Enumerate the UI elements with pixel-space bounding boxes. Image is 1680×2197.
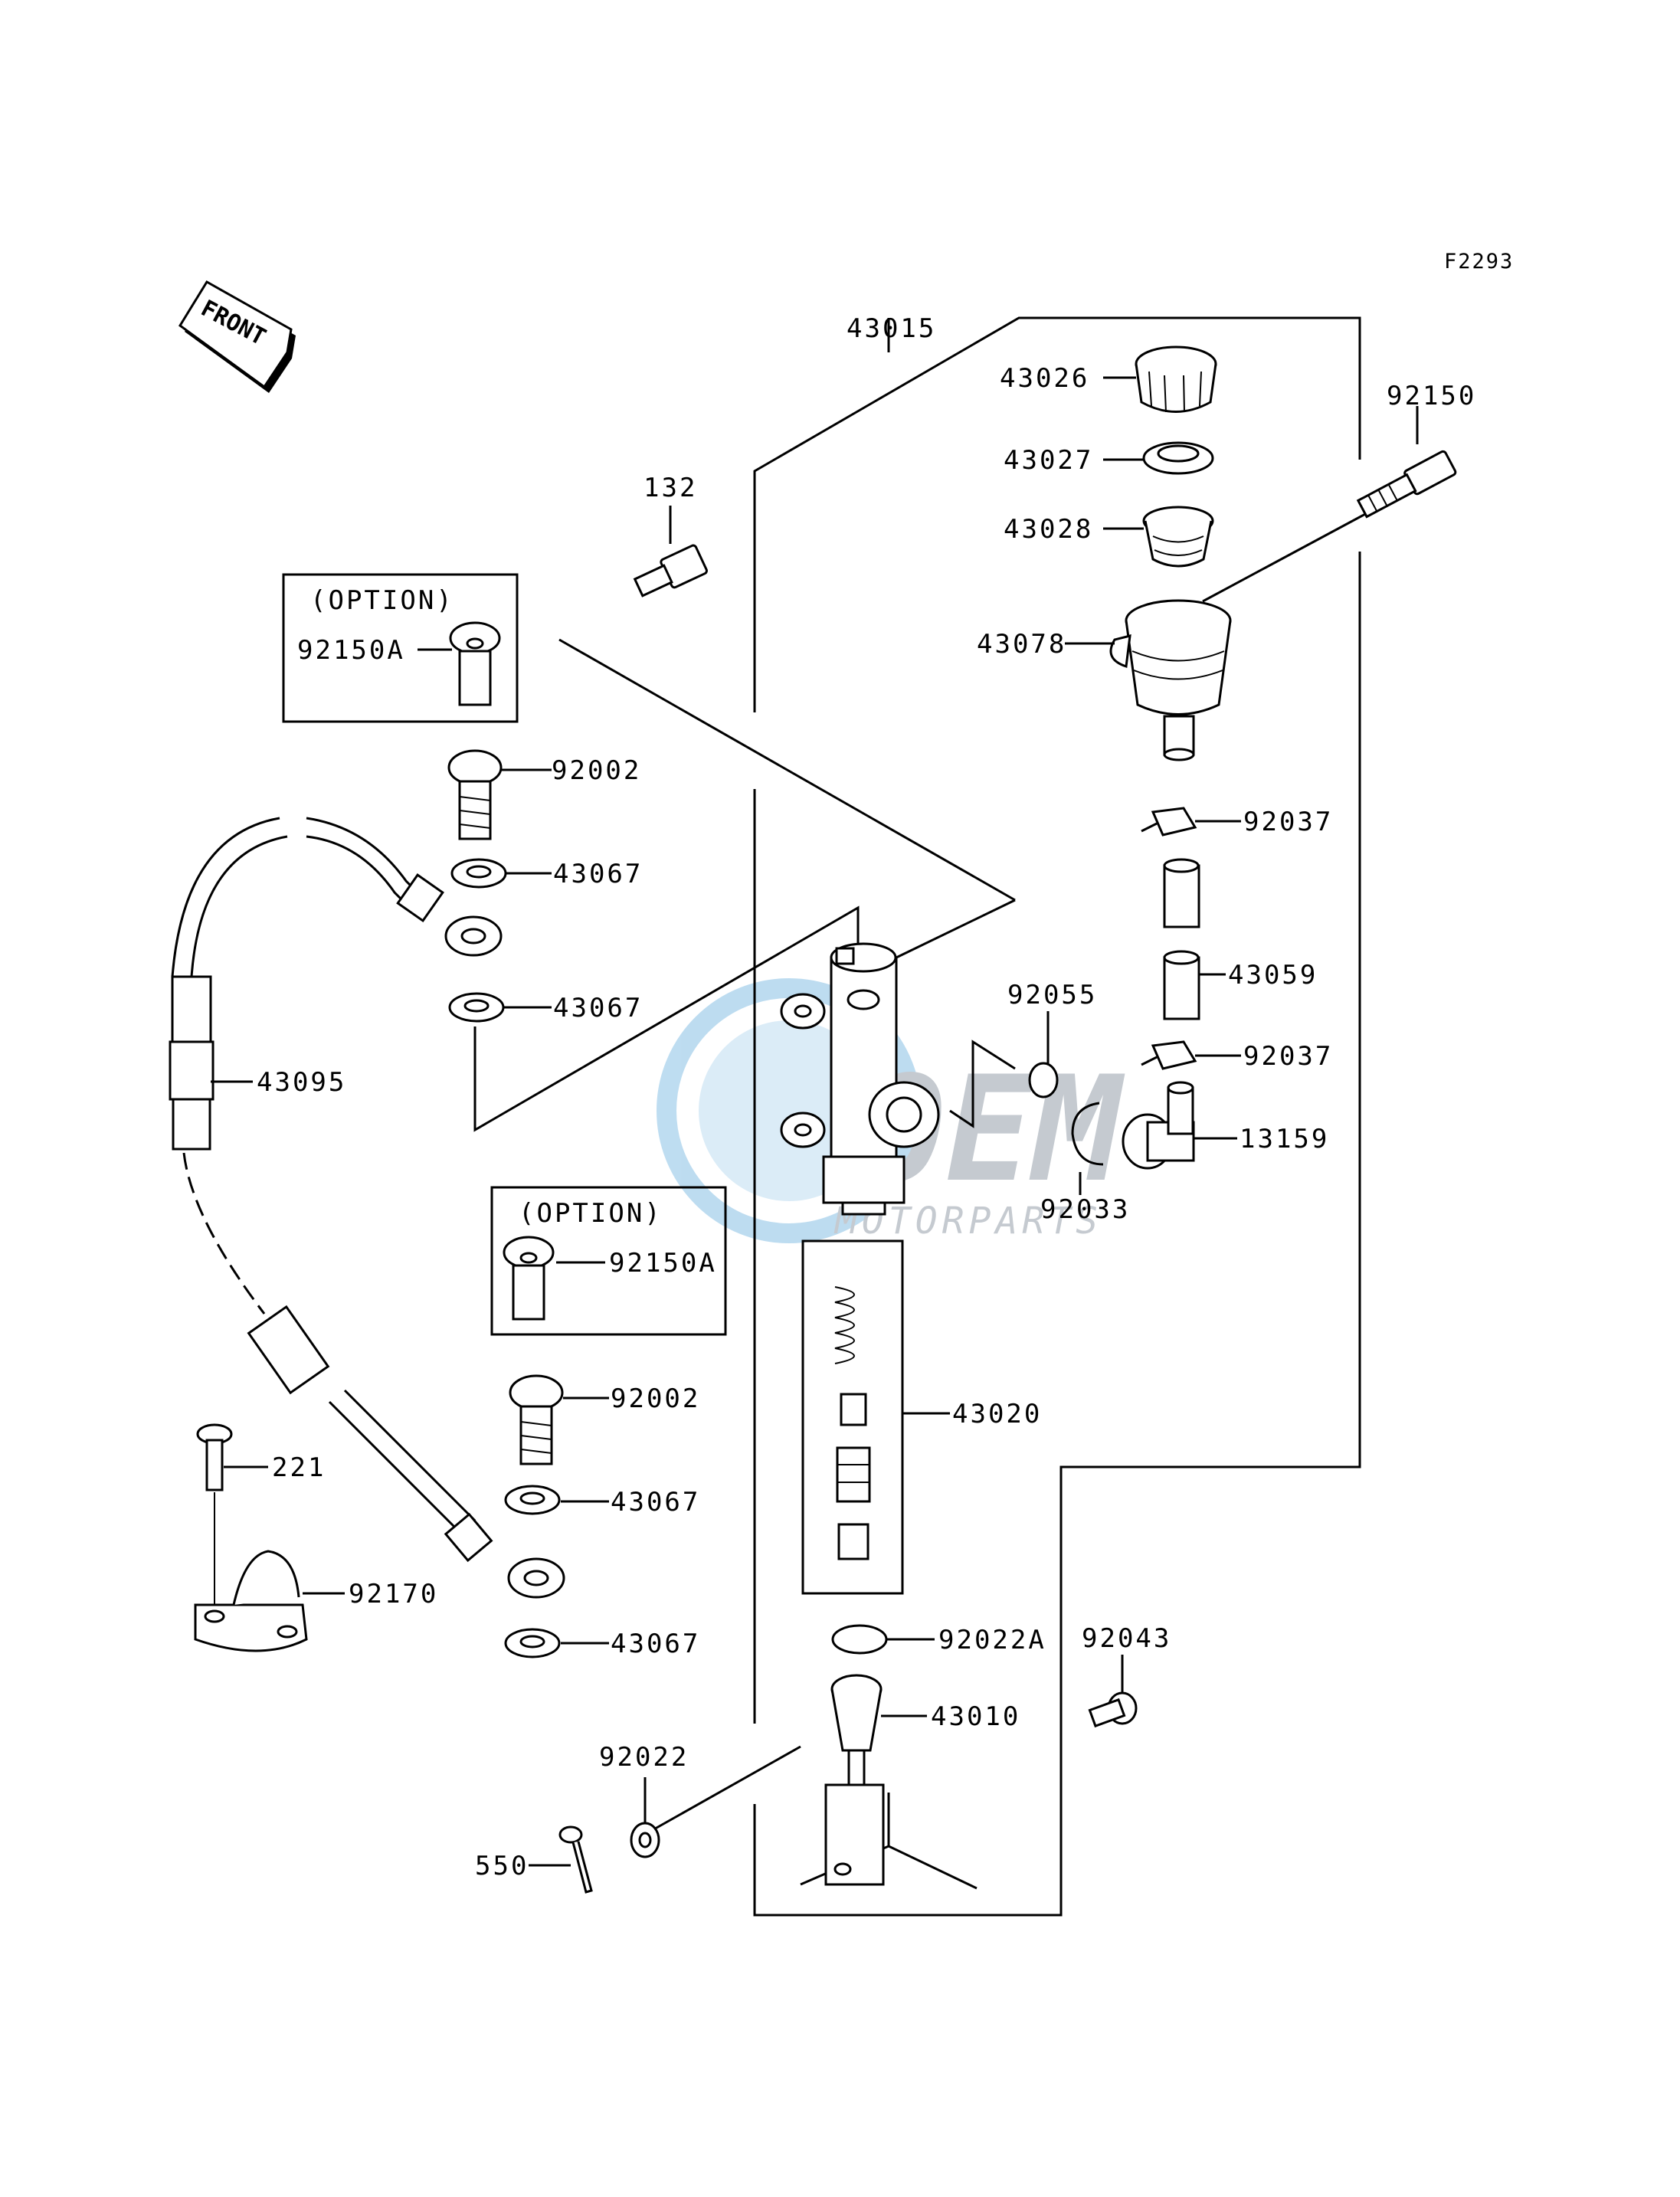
washer-43067-d: [504, 1628, 561, 1658]
option-label-bottom: (OPTION): [519, 1198, 663, 1229]
part-label-92043: 92043: [1082, 1623, 1171, 1654]
part-label-92150: 92150: [1387, 381, 1476, 411]
part-label-43067-d: 43067: [611, 1629, 700, 1659]
cotter-pin-550: [558, 1825, 593, 1894]
part-label-43010: 43010: [931, 1701, 1020, 1732]
bolt-92150: [1356, 450, 1457, 519]
piston-kit-43020: [801, 1239, 904, 1595]
reservoir-cap-43026: [1135, 345, 1217, 413]
part-label-43026: 43026: [1000, 363, 1089, 394]
reservoir-hose-43059: [1163, 858, 1200, 1020]
part-label-43027: 43027: [1004, 445, 1093, 476]
part-label-43078: 43078: [977, 629, 1066, 660]
figure-code: F2293: [1444, 250, 1514, 273]
hose-clamp-92170: [194, 1550, 308, 1652]
part-label-92055: 92055: [1007, 980, 1097, 1010]
part-label-43067-b: 43067: [553, 993, 643, 1023]
hose-clip-92037-b: [1141, 1040, 1197, 1070]
part-label-43067-c: 43067: [611, 1487, 700, 1518]
part-label-43020: 43020: [952, 1399, 1042, 1429]
push-rod-43010: [824, 1674, 885, 1886]
part-label-92170: 92170: [349, 1579, 438, 1609]
option-box-top: (OPTION): [282, 573, 519, 723]
banjo-bolt-92002-bottom: [509, 1374, 564, 1465]
part-label-92037-b: 92037: [1243, 1041, 1333, 1072]
part-label-92150A-bottom: 92150A: [609, 1248, 717, 1279]
breather-bolt-132: [633, 544, 708, 598]
clevis-pin-92043: [1088, 1691, 1138, 1728]
part-label-13159: 13159: [1240, 1124, 1329, 1154]
diaphragm-43028: [1142, 506, 1214, 568]
washer-43067-c: [504, 1485, 561, 1515]
circlip-92033: [1071, 1102, 1104, 1166]
part-label-43015: 43015: [847, 313, 936, 344]
diaphragm-plate-43027: [1142, 441, 1214, 475]
part-label-221: 221: [272, 1452, 326, 1483]
part-label-43059: 43059: [1228, 960, 1318, 990]
part-label-132: 132: [644, 473, 697, 503]
part-label-92022A: 92022A: [938, 1625, 1046, 1655]
option-label-top: (OPTION): [310, 585, 454, 616]
front-arrow-icon: FRONT: [178, 280, 296, 393]
banjo-bolt-92150A-top: [449, 621, 501, 706]
brake-hose-43095: [169, 817, 565, 1599]
banjo-bolt-92002-top: [447, 749, 503, 840]
part-label-92037-a: 92037: [1243, 807, 1333, 837]
label-leaders: [211, 376, 1419, 1867]
option-box-bottom: (OPTION): [490, 1186, 727, 1336]
o-ring-92055: [1028, 1062, 1059, 1098]
reservoir-43078: [1109, 599, 1232, 761]
part-label-92002-top: 92002: [552, 755, 641, 786]
hose-clip-92037-a: [1141, 807, 1197, 837]
part-label-43028: 43028: [1004, 514, 1093, 545]
washer-43067-a: [450, 858, 507, 889]
screw-221: [196, 1423, 233, 1628]
washer-43067-b: [448, 992, 505, 1023]
circlip-92022A: [831, 1624, 888, 1655]
part-label-92150A-top: 92150A: [297, 635, 405, 666]
part-label-92022: 92022: [599, 1742, 689, 1773]
part-label-43067-a: 43067: [553, 859, 643, 889]
fitting-13159: [1122, 1081, 1195, 1170]
part-labels: 43015 43026 43027 43028 43078 92150 132 …: [257, 313, 1476, 1881]
part-label-92002-bottom: 92002: [611, 1383, 700, 1414]
master-cylinder-body: [780, 942, 940, 1216]
banjo-bolt-92150A-bottom: [503, 1236, 555, 1321]
part-label-92033: 92033: [1040, 1194, 1130, 1225]
washer-92022: [630, 1822, 660, 1858]
part-label-550: 550: [475, 1851, 529, 1881]
part-label-43095: 43095: [257, 1067, 346, 1098]
